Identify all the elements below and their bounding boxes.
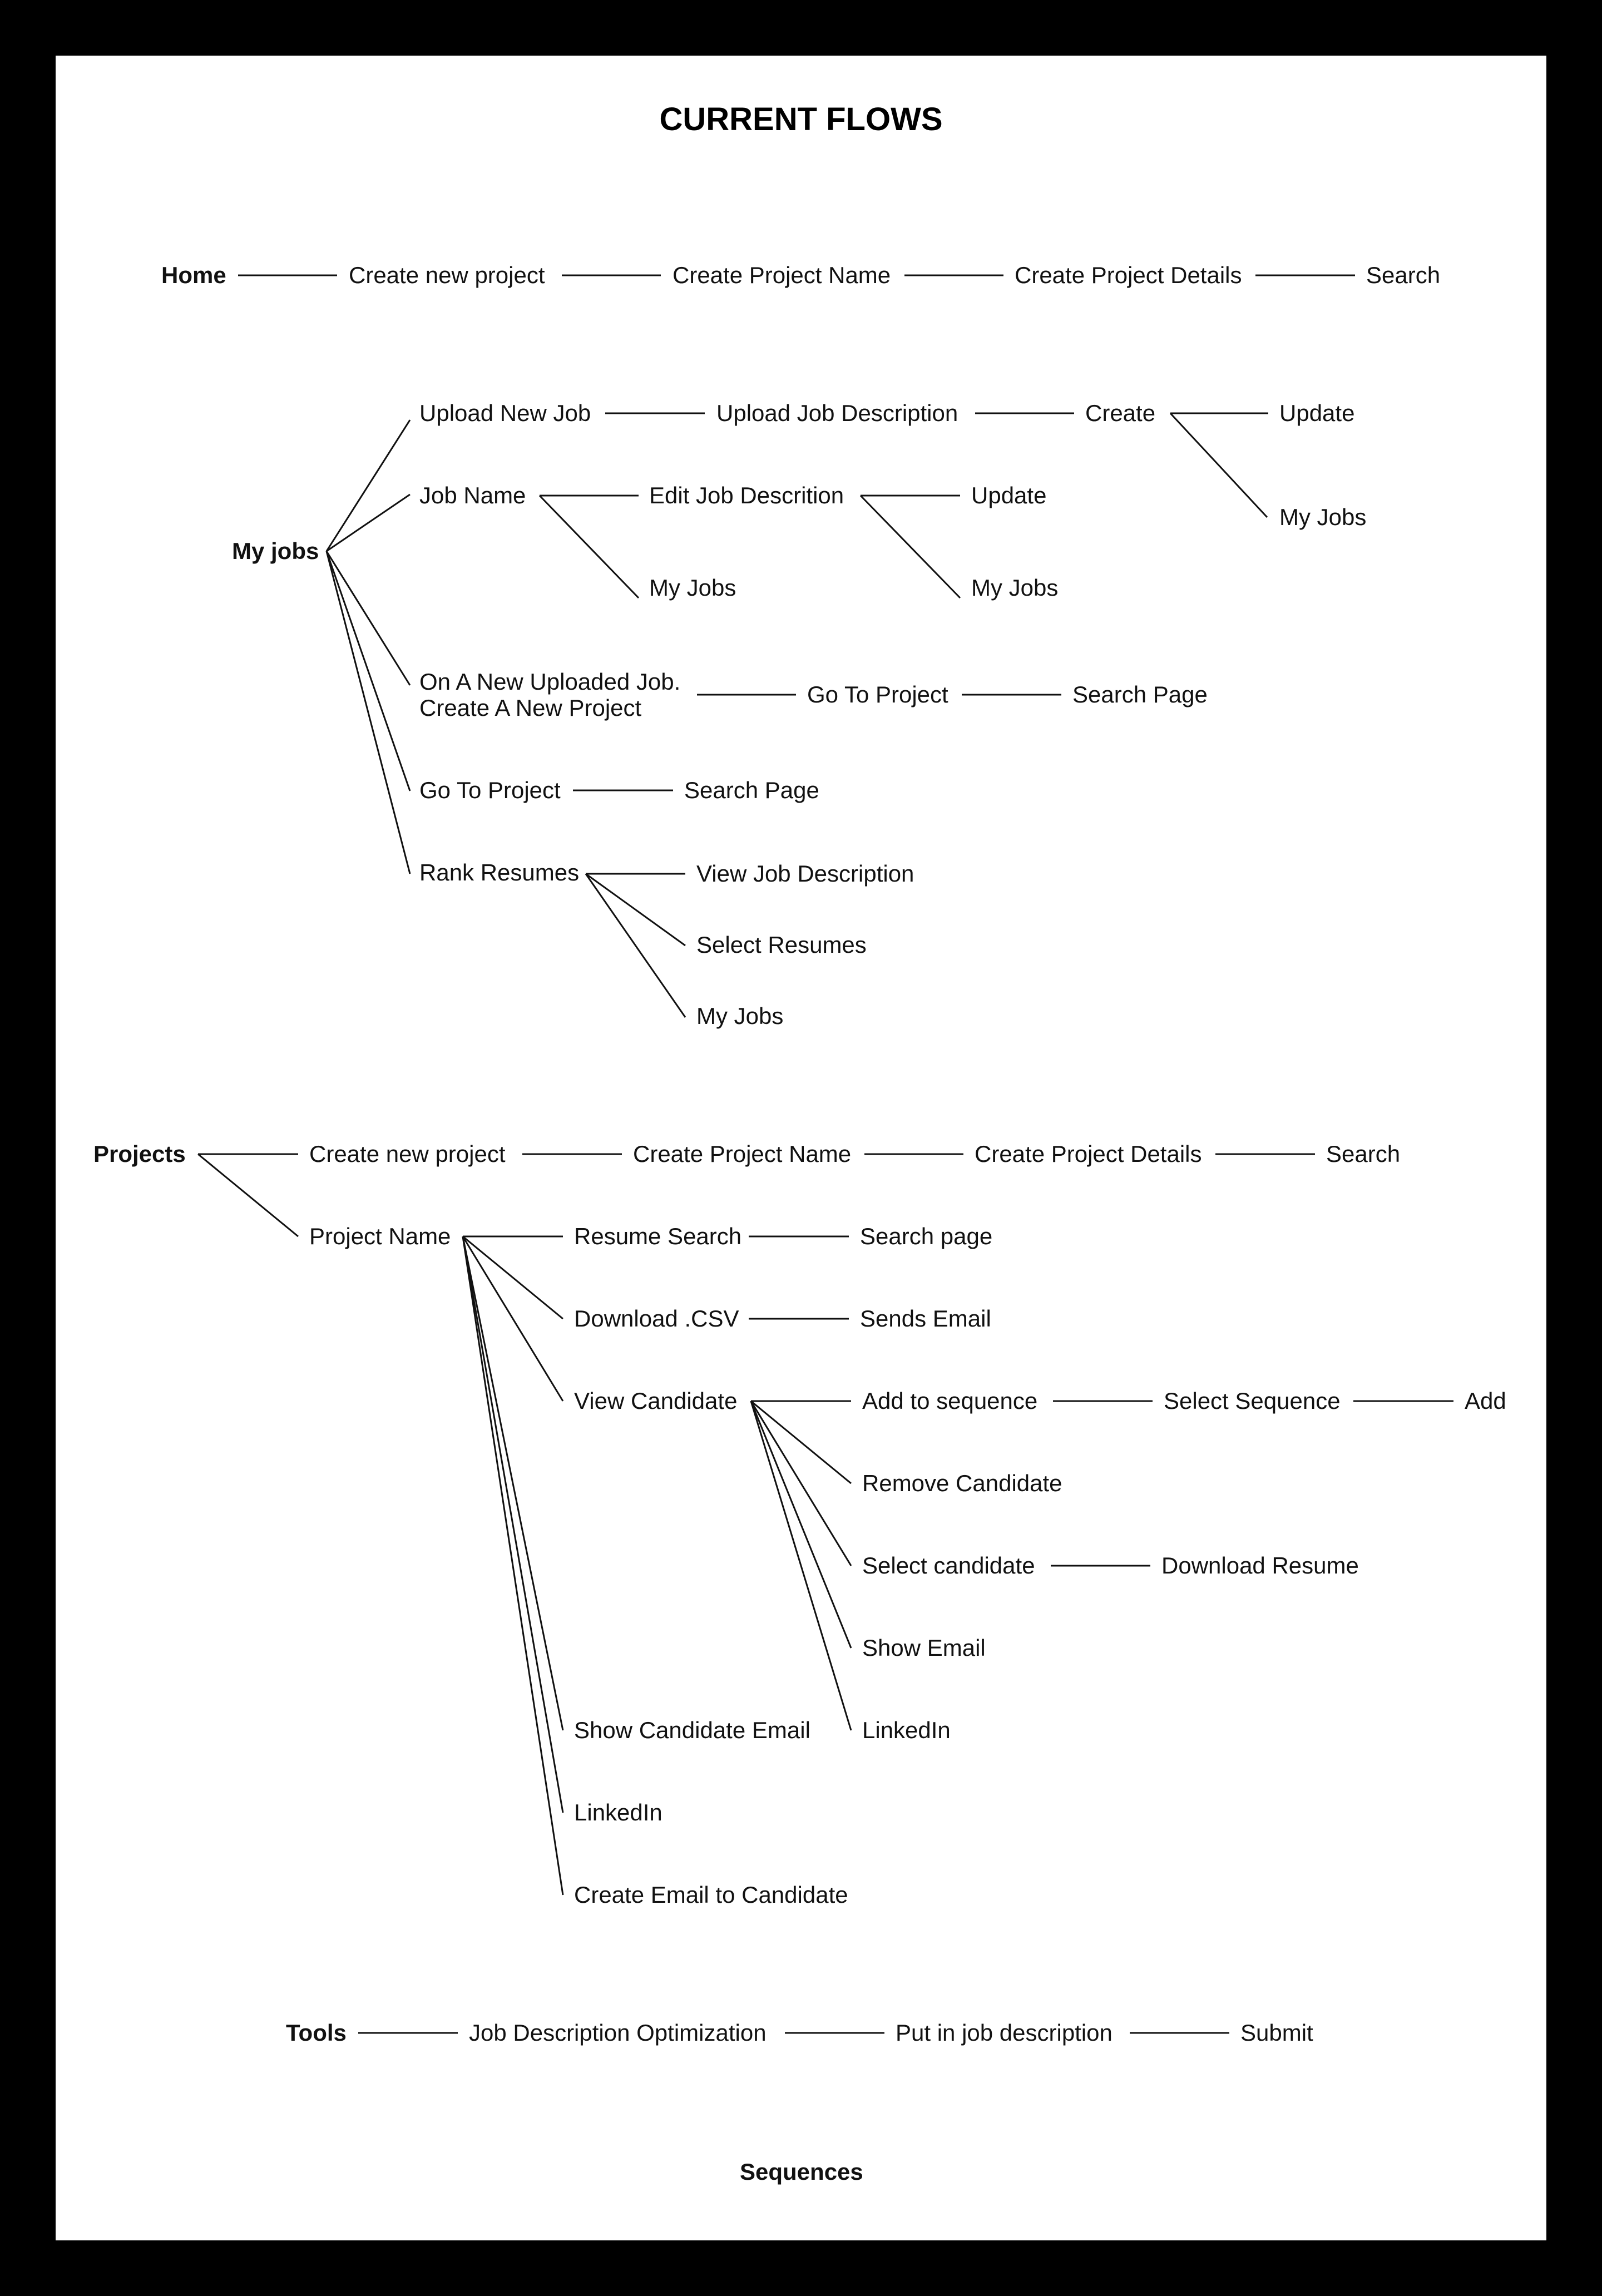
node-pn-linkedin: LinkedIn bbox=[574, 1799, 662, 1825]
connector-line bbox=[326, 493, 411, 552]
node-proj-create-project: Create new project bbox=[309, 1141, 506, 1167]
node-vc-linkedin: LinkedIn bbox=[862, 1717, 951, 1743]
connector-line bbox=[325, 551, 411, 686]
page-title: CURRENT FLOWS bbox=[659, 101, 943, 137]
node-home-project-name: Create Project Name bbox=[673, 262, 891, 288]
node-proj-project-details: Create Project Details bbox=[975, 1141, 1202, 1167]
node-show-candidate-email: Show Candidate Email bbox=[574, 1717, 810, 1743]
node-new-go-project: Go To Project bbox=[807, 681, 948, 707]
node-add: Add bbox=[1465, 1388, 1506, 1414]
node-jd-optimization: Job Description Optimization bbox=[469, 2020, 767, 2046]
diagram-sheet bbox=[56, 56, 1546, 2240]
node-new-uploaded-2: Create A New Project bbox=[419, 695, 642, 721]
node-project-name: Project Name bbox=[309, 1223, 451, 1249]
node-home-search: Search bbox=[1366, 262, 1441, 288]
connector-line bbox=[750, 1401, 852, 1566]
node-submit: Submit bbox=[1240, 2020, 1313, 2046]
connector-line bbox=[859, 494, 961, 599]
node-edit-myjobs: My Jobs bbox=[971, 575, 1059, 601]
node-tools: Tools bbox=[286, 2020, 347, 2046]
node-download-csv: Download .CSV bbox=[574, 1305, 739, 1332]
node-proj-project-name: Create Project Name bbox=[633, 1141, 852, 1167]
connector-line bbox=[750, 1401, 852, 1731]
node-sends-email: Sends Email bbox=[860, 1305, 991, 1332]
node-select-sequence: Select Sequence bbox=[1164, 1388, 1341, 1414]
node-download-resume: Download Resume bbox=[1161, 1552, 1359, 1578]
node-create-email: Create Email to Candidate bbox=[574, 1882, 848, 1908]
connector-line bbox=[325, 419, 411, 552]
connector-line bbox=[462, 1236, 564, 1813]
connector-line bbox=[750, 1400, 852, 1485]
node-select-candidate: Select candidate bbox=[862, 1552, 1035, 1578]
node-remove-candidate: Remove Candidate bbox=[862, 1470, 1062, 1496]
connector-line bbox=[538, 494, 640, 599]
connector-line bbox=[462, 1235, 563, 1320]
node-go-to-project: Go To Project bbox=[419, 777, 561, 803]
node-new-search-page: Search Page bbox=[1072, 681, 1208, 707]
node-jobname-myjobs: My Jobs bbox=[649, 575, 736, 601]
node-put-in-jd: Put in job description bbox=[896, 2020, 1112, 2046]
node-edit-job-desc: Edit Job Descrition bbox=[649, 482, 844, 508]
node-show-email: Show Email bbox=[862, 1635, 986, 1661]
node-edit-update: Update bbox=[971, 482, 1047, 508]
node-create-update: Update bbox=[1279, 400, 1355, 426]
node-search-page-lc: Search page bbox=[860, 1223, 993, 1249]
node-new-uploaded-1: On A New Uploaded Job. bbox=[419, 669, 681, 695]
node-rank-resumes: Rank Resumes bbox=[419, 859, 580, 885]
node-home: Home bbox=[161, 262, 226, 288]
node-upload-job-desc: Upload Job Description bbox=[716, 400, 958, 426]
node-home-create-project: Create new project bbox=[349, 262, 545, 288]
node-home-project-details: Create Project Details bbox=[1015, 262, 1242, 288]
connector-line bbox=[462, 1236, 564, 1402]
connector-line bbox=[1169, 412, 1268, 518]
node-job-name: Job Name bbox=[419, 482, 526, 508]
node-create: Create bbox=[1085, 400, 1156, 426]
connector-line bbox=[325, 551, 411, 791]
node-view-candidate: View Candidate bbox=[574, 1388, 738, 1414]
connector-line bbox=[585, 873, 686, 947]
connector-line bbox=[462, 1236, 564, 1896]
connector-line bbox=[462, 1236, 564, 1731]
connector-line bbox=[197, 1153, 299, 1238]
node-add-to-sequence: Add to sequence bbox=[862, 1388, 1038, 1414]
node-create-myjobs: My Jobs bbox=[1279, 504, 1367, 530]
node-go-search-page: Search Page bbox=[684, 777, 819, 803]
node-proj-search: Search bbox=[1326, 1141, 1401, 1167]
node-resume-search: Resume Search bbox=[574, 1223, 742, 1249]
connector-line bbox=[585, 873, 686, 1018]
node-view-job-desc: View Job Description bbox=[696, 860, 914, 887]
node-upload-new-job: Upload New Job bbox=[419, 400, 591, 426]
connector-line bbox=[325, 551, 411, 874]
node-sequences: Sequences bbox=[740, 2159, 863, 2185]
node-rank-myjobs: My Jobs bbox=[696, 1003, 784, 1029]
node-select-resumes: Select Resumes bbox=[696, 932, 867, 958]
node-myjobs: My jobs bbox=[232, 538, 319, 564]
node-projects: Projects bbox=[93, 1141, 186, 1167]
connector-line bbox=[750, 1401, 852, 1649]
